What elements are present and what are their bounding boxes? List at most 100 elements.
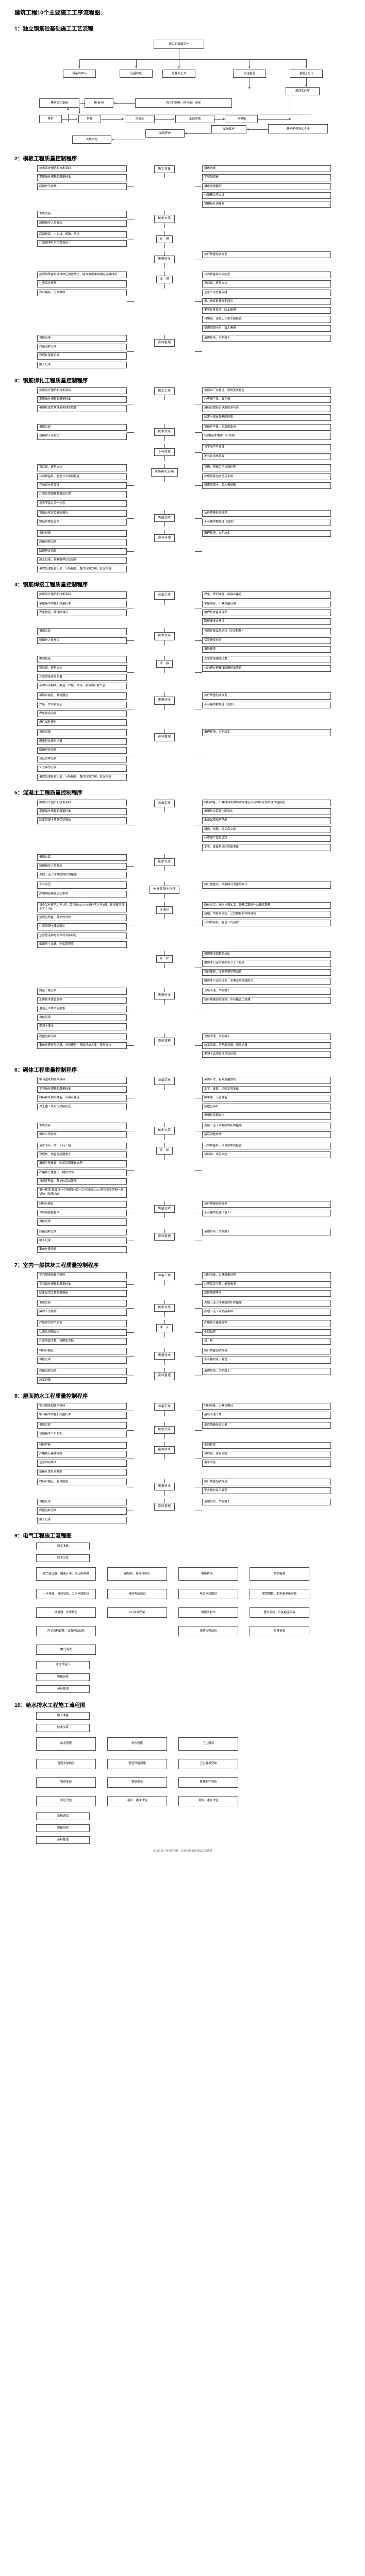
connector	[164, 223, 165, 228]
flow-step: 系统调试	[36, 1812, 90, 1820]
list-item: 试块强度报告单	[37, 1210, 127, 1217]
list-item: 书面交底	[37, 211, 127, 218]
stage-row: 质量验收记录施工记录资料整理清理现场、文明施工	[7, 1368, 358, 1384]
connector	[164, 231, 165, 235]
stage-hub: 准备工作	[134, 1402, 195, 1416]
stage-right-items: 按规定做试件送检（见证取样）保证焊接长度消除焊渣	[202, 628, 331, 653]
list-item: 执行质量验收规范	[202, 1200, 331, 1208]
stage-right-items: 焊条、焊剂准备、出具合格证准备钢筋，出具质量证明电焊机准备及保养取得焊接合格证	[202, 591, 331, 625]
list-item: 质量验收报告记录	[37, 738, 127, 745]
stage-hub: 技术交底	[134, 211, 195, 228]
list-item: 事故处理检查记录、分析报告、整改措施方案、复验报告	[37, 1042, 127, 1049]
stage-row: 清水浇砖，防止干砖上墙预埋件、预留孔按图施工墙面平整垂直、砂浆饱满接槎合理严格执…	[7, 1142, 358, 1198]
hub-node: 资料整理	[154, 338, 175, 347]
section-1: 1：独立钢筋砼基础施工工艺流程 施工的准备工作 测基础中心 定基础位 挖基础土方…	[7, 25, 358, 146]
list-item: 材料控制	[37, 1442, 127, 1449]
connector-arrow-left	[127, 1332, 134, 1333]
stage-hub: 支 模	[134, 231, 195, 248]
list-item: 公司质检科、监理公司验收	[202, 920, 331, 927]
list-item: 施工记录	[37, 1377, 127, 1384]
node-independent-foundation: 建筑独立基础	[39, 98, 79, 108]
list-item: 项目部、班组自检	[202, 1451, 331, 1458]
flow-column: 电缆桥架、电缆电线敷设电缆头制作线路检查试验	[178, 1567, 238, 1655]
stage-left-items: 材料合格证自检记录	[7, 1348, 127, 1364]
list-item: 操作人员参加	[37, 1309, 127, 1316]
list-item: 检查基层平整，垂直情况	[202, 1281, 331, 1288]
list-item: 学习图纸和技术资料	[37, 1402, 127, 1410]
list-item: 执行质量验收规范	[202, 1348, 331, 1355]
stage-row: 书面交底班组操作人员参加克服上道工序弊病的补救措施技术交底	[7, 854, 358, 879]
stage-left-items: 隐蔽工程记录工程技术保证资料混凝土试块试验报告自检记录混凝土灌令	[7, 988, 127, 1030]
stage-row: 自检记录质量验收记录施工记录资料整理清理现场、文明施工	[7, 1499, 358, 1523]
list-item: 隐蔽签证记录	[37, 548, 127, 555]
stage-left-items: 熟悉设计图纸和技术资料掌握操作规程和质量标准制定混凝土质量保证措施	[7, 799, 127, 824]
list-item: 质量验收记录	[37, 344, 127, 351]
list-item: 混凝土试块取样见证记录	[202, 1051, 331, 1058]
list-item: 自检记录	[37, 1014, 127, 1022]
column-flow: 施工准备技术交底电力变压器、隔离开关、低压配电屏一次电缆、母线安装、二次电缆配线…	[36, 1542, 358, 1693]
flow-step: 水压试验	[36, 1795, 96, 1806]
list-item: 公司质监科、项目部中间检查	[202, 1142, 331, 1150]
stage-left-items: 钢筋合格证、复验报告焊条、焊剂合格证焊条烘焙记录焊件试验报告	[7, 692, 127, 726]
list-item: 质量验收记录	[37, 1507, 127, 1515]
connector	[164, 464, 165, 469]
list-item: X 光探伤记录	[37, 765, 127, 772]
stage-right-items: 清理现场、文明施工	[202, 1368, 331, 1375]
stage-right-items: 基底隐蔽验收记录	[202, 1421, 331, 1429]
list-item: 书面交底	[37, 854, 127, 861]
stage-left-items: 材料合格证、复试报告	[7, 1478, 127, 1486]
section-7-heading: 7：室内一般抹灰工程质量控制程序	[14, 1262, 99, 1269]
stage-hub: 质量验收	[134, 1478, 195, 1496]
connector	[164, 599, 165, 605]
list-item: 克服上道工序弊病的补救措施	[37, 872, 127, 879]
flow-step: 灯具安装	[250, 1626, 309, 1637]
connector-arrow-left	[127, 1170, 134, 1171]
list-item: 不合格的处理（返工）	[202, 1210, 331, 1217]
hub-node: 抹 灰	[156, 1324, 173, 1332]
list-item: 班操作人员参加	[37, 637, 127, 644]
connector-arrow-right	[195, 1045, 202, 1046]
node-formwork-make: 模 板 制	[85, 98, 113, 108]
list-item: 办理钢筋隐蔽签证手续	[37, 890, 127, 897]
list-item: 严格执行重量比，搅拌均匀	[37, 1169, 127, 1176]
flow-plaster-qc: 学习图纸和技术资料学习操作规程和质量标准制定单项工程质量措施准备工作材料准备、出…	[7, 1272, 358, 1384]
connector	[164, 999, 165, 1005]
connector-arrow-left	[127, 301, 134, 302]
footer-note: 本公司收上常用的完整、标准的标准化建筑工程质量	[153, 1850, 212, 1853]
flow-rebar-welding-qc: 熟悉设计图纸和技术资料掌握操作规程和质量标准焊条烘焙、焊件除油污准备工作焊条、焊…	[7, 591, 358, 781]
list-item: 自 检	[202, 1337, 331, 1345]
stage-right-items: 执行质量验收规范不合格的要处理（返修）	[202, 510, 331, 526]
list-item: 清理现场、文明施工	[202, 1368, 331, 1375]
list-item: 焊条、焊剂合格证	[37, 701, 127, 708]
connector	[164, 640, 165, 646]
connector	[164, 656, 165, 660]
stage-right-items: 执行质量验收规范不合格的返工处理	[202, 1348, 331, 1364]
list-item: 保证焊接长度	[202, 637, 331, 644]
list-item: 注意管道和电缆穿现浇板部位	[37, 932, 127, 939]
flow-column: 卫生器具卫生器具安装器具配件安装满水、通水试验	[178, 1737, 238, 1806]
list-item: 浇灌混凝土时、留人看模	[202, 325, 331, 332]
hub-node: 资料整理	[154, 1372, 175, 1380]
stage-row: 书面交底操作人员参加技术交底克服上道工序弊病的补救措施办理上道工序交接手续	[7, 1300, 358, 1317]
list-item: 注意检查钢筋数量及位置	[37, 491, 127, 498]
list-item: 材料合格证、复试报告	[37, 1478, 127, 1486]
list-item: 蓄水试验	[202, 1460, 331, 1467]
list-item: 执行质量验收规范，不合格返工处理	[202, 996, 331, 1004]
section-6: 6：砌体工程质量控制程序 学习图纸和技术资料学习操作规程和质量标准材料和外加剂准…	[7, 1066, 358, 1253]
list-item: 取得焊接合格证	[202, 618, 331, 625]
list-item: 用标识牌标识钢筋检测与否	[202, 405, 331, 412]
section-4-heading: 4：钢筋焊接工程质量控制程序	[14, 582, 88, 588]
node-fix-position: 定基础位	[120, 70, 153, 78]
stage-row: 熟悉设计图纸和技术资料掌握操作规程和质量标准底板抄平放线施工准备模板选择平整钢模…	[7, 165, 358, 208]
list-item: 焊条烘焙、焊件除油污	[37, 609, 127, 617]
list-item: 事故处理检查记录、分析报告、整改措施方案、复验报告	[37, 773, 127, 781]
flow-step: 质量验收	[36, 1673, 90, 1681]
list-item: 操作人员参加	[37, 1131, 127, 1139]
connector	[164, 1155, 165, 1160]
stage-hub: 抹 灰	[134, 1320, 195, 1337]
list-item: 预埋件、预留孔按图施工	[37, 1151, 127, 1159]
stage-row: 质量验收记录事故处理检查记录、分析报告、整改措施方案、复验报告资料整理现场清理、…	[7, 1033, 358, 1058]
list-item: 不允许加热弯曲	[202, 453, 331, 460]
stage-row: 材料控制严格执行操作规程注意细部做法搭接长度符合要求屋面防水中间检查项目部、班组…	[7, 1442, 358, 1476]
